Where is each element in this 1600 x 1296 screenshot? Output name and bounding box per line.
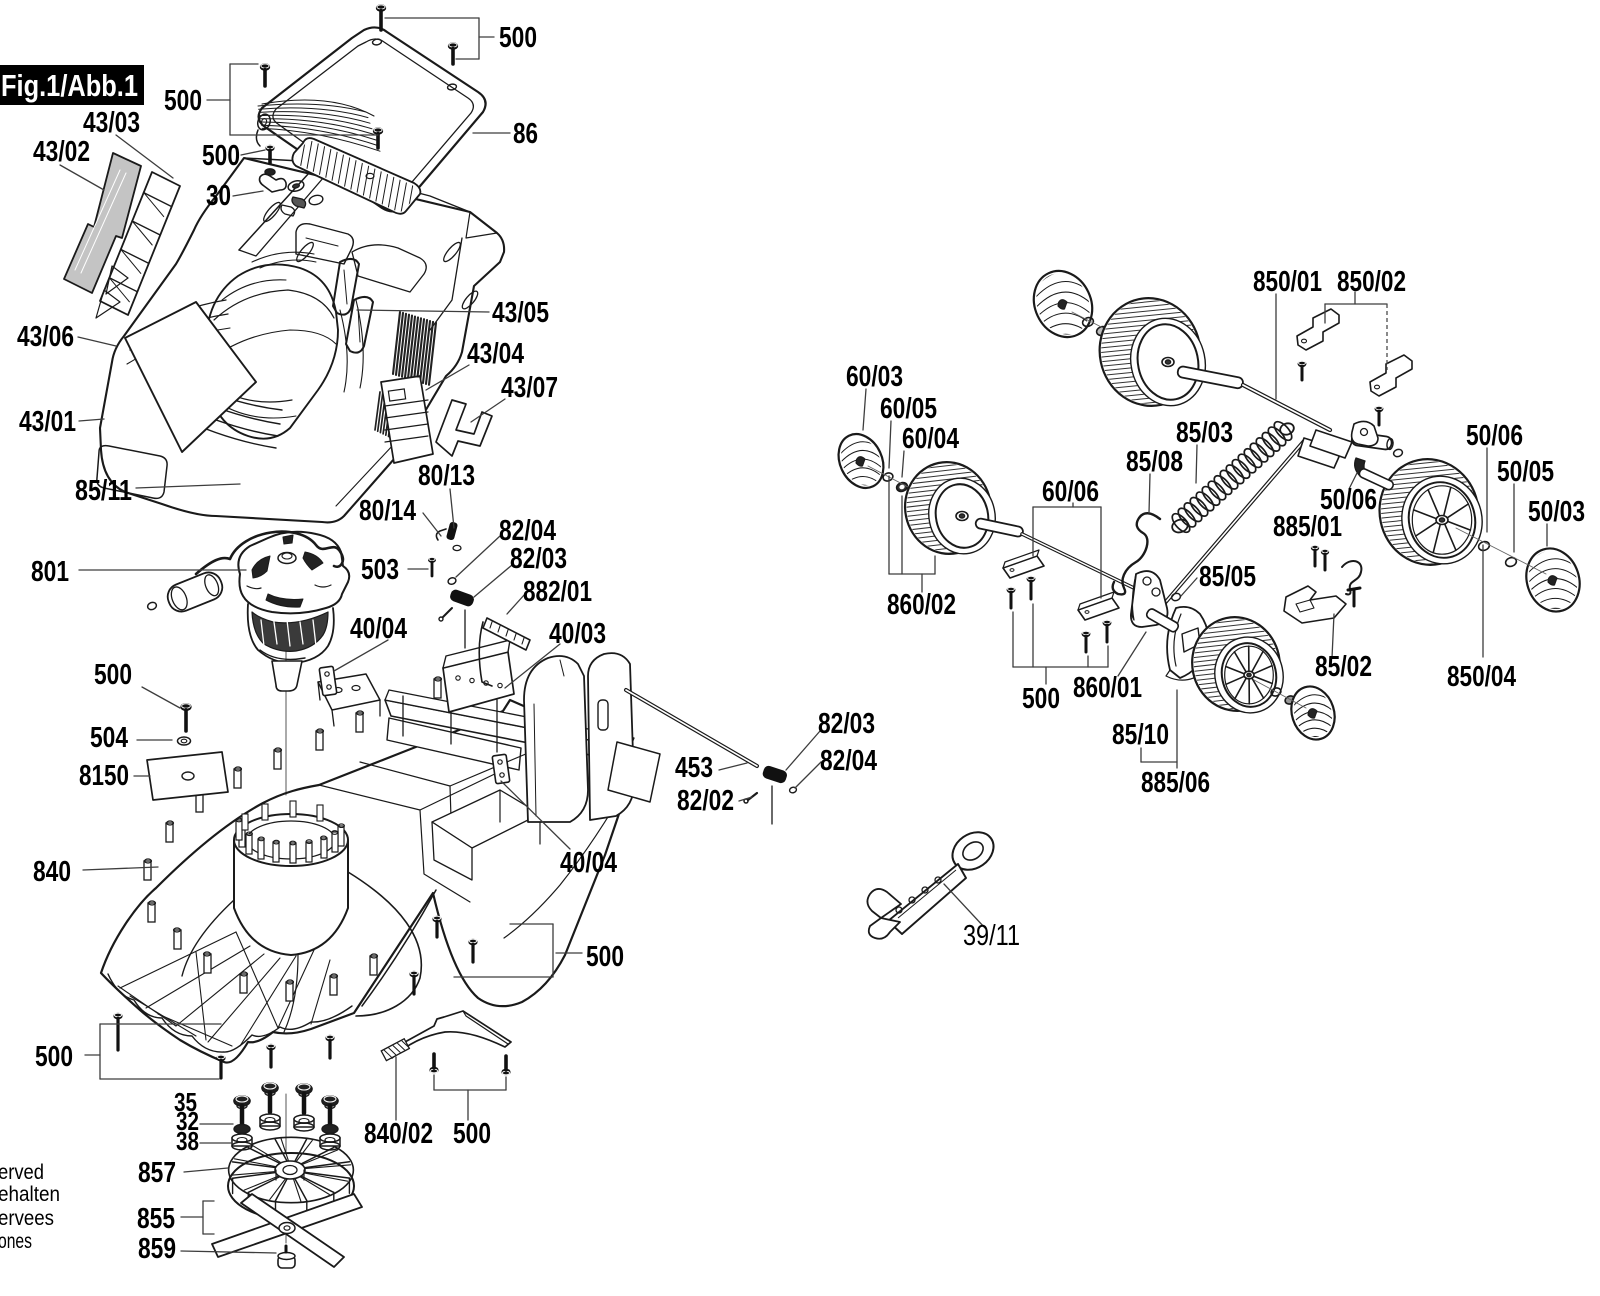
svg-text:40/03: 40/03	[549, 618, 606, 650]
svg-text:855: 855	[137, 1203, 175, 1235]
svg-text:Fig.1/Abb.1: Fig.1/Abb.1	[1, 68, 138, 103]
svg-text:840/02: 840/02	[364, 1118, 433, 1150]
svg-text:40/04: 40/04	[350, 613, 407, 645]
svg-text:840: 840	[33, 856, 71, 888]
svg-text:82/03: 82/03	[818, 708, 875, 740]
svg-text:43/02: 43/02	[33, 136, 90, 168]
svg-text:885/01: 885/01	[1273, 511, 1342, 543]
svg-text:82/04: 82/04	[820, 745, 877, 777]
svg-text:80/13: 80/13	[418, 460, 475, 492]
svg-text:85/11: 85/11	[75, 475, 132, 507]
svg-text:860/01: 860/01	[1073, 672, 1142, 704]
svg-text:850/04: 850/04	[1447, 661, 1516, 693]
svg-text:453: 453	[675, 752, 713, 784]
svg-text:859: 859	[138, 1233, 176, 1265]
svg-text:40/04: 40/04	[560, 847, 617, 879]
svg-text:885/06: 885/06	[1141, 767, 1210, 799]
svg-text:30: 30	[206, 180, 231, 212]
svg-text:50/05: 50/05	[1497, 456, 1554, 488]
svg-text:500: 500	[586, 941, 624, 973]
svg-text:850/01: 850/01	[1253, 266, 1322, 298]
svg-text:85/02: 85/02	[1315, 651, 1372, 683]
svg-text:43/05: 43/05	[492, 297, 549, 329]
svg-text:39/11: 39/11	[963, 920, 1020, 952]
svg-text:85/03: 85/03	[1176, 417, 1233, 449]
svg-text:32: 32	[176, 1106, 199, 1136]
svg-text:500: 500	[94, 659, 132, 691]
svg-text:882/01: 882/01	[523, 576, 592, 608]
svg-text:85/08: 85/08	[1126, 446, 1183, 478]
svg-text:43/04: 43/04	[467, 338, 524, 370]
svg-text:801: 801	[31, 556, 69, 588]
svg-text:80/14: 80/14	[359, 495, 416, 527]
svg-text:ones: ones	[0, 1230, 32, 1253]
svg-text:82/04: 82/04	[499, 515, 556, 547]
svg-text:38: 38	[176, 1126, 199, 1156]
svg-text:35: 35	[174, 1087, 197, 1117]
svg-text:ehalten: ehalten	[0, 1183, 60, 1206]
svg-text:850/02: 850/02	[1337, 266, 1406, 298]
svg-text:500: 500	[453, 1118, 491, 1150]
svg-text:60/03: 60/03	[846, 361, 903, 393]
svg-text:860/02: 860/02	[887, 589, 956, 621]
svg-text:60/04: 60/04	[902, 423, 959, 455]
svg-text:500: 500	[202, 140, 240, 172]
svg-text:86: 86	[513, 118, 538, 150]
svg-text:82/03: 82/03	[510, 543, 567, 575]
svg-text:8150: 8150	[79, 760, 129, 792]
svg-text:43/01: 43/01	[19, 406, 76, 438]
svg-text:ervees: ervees	[0, 1207, 54, 1230]
svg-text:50/03: 50/03	[1528, 496, 1585, 528]
svg-text:50/06: 50/06	[1320, 484, 1377, 516]
svg-text:500: 500	[1022, 683, 1060, 715]
svg-text:85/10: 85/10	[1112, 719, 1169, 751]
svg-text:503: 503	[361, 554, 399, 586]
svg-text:60/06: 60/06	[1042, 476, 1099, 508]
svg-text:60/05: 60/05	[880, 393, 937, 425]
svg-text:43/03: 43/03	[83, 107, 140, 139]
svg-text:50/06: 50/06	[1466, 420, 1523, 452]
svg-text:504: 504	[90, 722, 128, 754]
svg-text:43/07: 43/07	[501, 372, 558, 404]
svg-text:857: 857	[138, 1157, 176, 1189]
svg-text:500: 500	[35, 1041, 73, 1073]
svg-text:500: 500	[499, 22, 537, 54]
svg-text:82/02: 82/02	[677, 785, 734, 817]
svg-text:500: 500	[164, 85, 202, 117]
svg-text:erved: erved	[0, 1161, 44, 1184]
svg-text:85/05: 85/05	[1199, 561, 1256, 593]
svg-text:43/06: 43/06	[17, 321, 74, 353]
